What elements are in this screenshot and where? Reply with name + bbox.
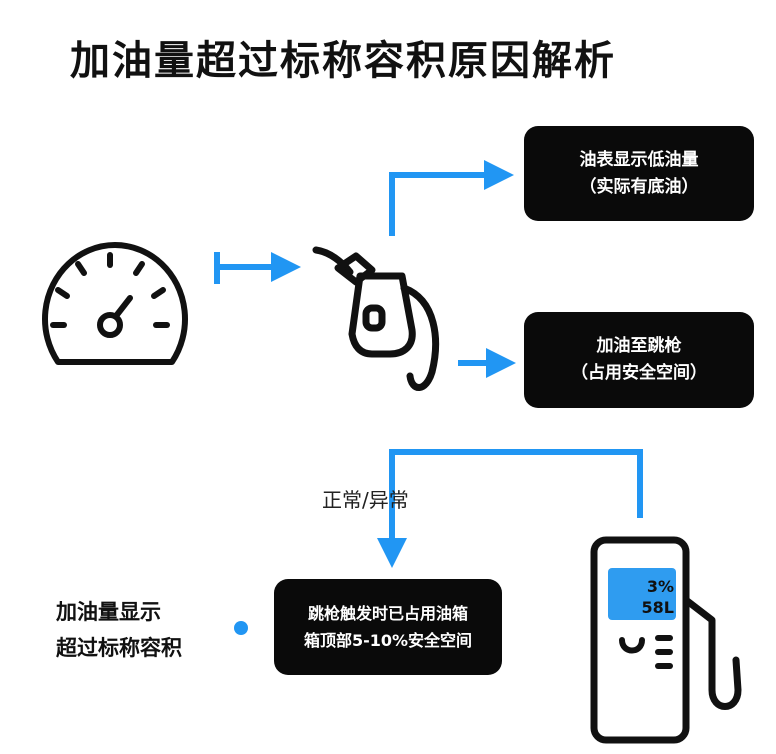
box-to-click-line1: 加油至跳枪 <box>596 336 682 356</box>
box-gauge-low-line2: （实际有底油） <box>579 176 699 197</box>
box-gauge-low-line1: 油表显示低油量 <box>579 149 699 170</box>
pump-screen-volume-row: 58L <box>614 597 674 618</box>
side-note-line2: 超过标称容积 <box>56 636 182 660</box>
fuel-nozzle-icon <box>312 246 440 391</box>
box-gauge-low: 油表显示低油量 （实际有底油） <box>524 126 754 221</box>
arrow-to-gauge-low <box>389 160 514 236</box>
side-note: 加油量显示 超过标称容积 <box>56 594 182 666</box>
box-to-click: 加油至跳枪 （占用安全空间） <box>524 312 754 408</box>
box-trigger: 跳枪触发时已占用油箱 箱顶部5-10%安全空间 <box>274 579 502 675</box>
bullet-dot <box>234 621 248 635</box>
fuel-pump-icon <box>590 536 742 744</box>
box-trigger-line1: 跳枪触发时已占用油箱 <box>307 604 468 623</box>
pump-screen-volume: 58 <box>641 598 664 617</box>
pump-screen-percent: 3% <box>646 577 674 596</box>
pump-screen-volume-unit: L <box>663 598 674 617</box>
arrow-loop-to-trigger <box>377 449 643 568</box>
box-to-click-line2: （占用安全空间） <box>571 363 707 383</box>
side-note-line1: 加油量显示 <box>56 600 161 624</box>
page-title: 加油量超过标称容积原因解析 <box>70 38 616 84</box>
box-trigger-line2: 箱顶部5-10%安全空间 <box>303 631 473 650</box>
fuel-gauge-icon <box>42 242 188 365</box>
pump-screen-readout: 3% 58L <box>614 576 674 618</box>
arrow-gauge-to-nozzle <box>214 252 301 284</box>
loop-label: 正常/异常 <box>322 488 409 512</box>
